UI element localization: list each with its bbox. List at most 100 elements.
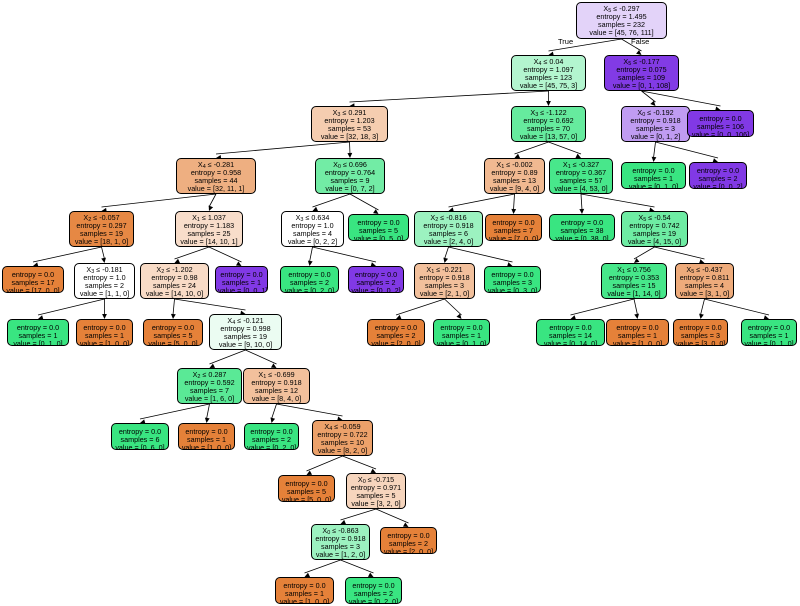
edge-n41-n43 xyxy=(139,403,210,420)
node-value: [0, 1, 0] xyxy=(38,339,63,346)
edge-arrowhead xyxy=(33,262,39,267)
node-samples: 38 xyxy=(595,226,604,235)
edge-n14-n24 xyxy=(208,246,242,263)
edge-n46-n47 xyxy=(306,455,343,472)
node-entropy-line: entropy = 0.075 xyxy=(616,65,667,74)
node-samples-line: samples = 6 xyxy=(120,435,160,444)
node-samples-line: samples = 4 xyxy=(293,229,332,238)
split-condition: X4 ≤ 0.04 xyxy=(533,57,564,67)
edge-n9-n18 xyxy=(513,193,515,211)
node-entropy: 0.075 xyxy=(648,65,667,74)
node-samples-line: samples = 13 xyxy=(493,176,536,185)
node-entropy: 0.0 xyxy=(49,323,60,332)
node-samples: 5 xyxy=(188,331,193,340)
edge-arrowhead xyxy=(443,257,449,263)
feature-index: 1 xyxy=(501,164,505,170)
node-entropy: 1.0 xyxy=(115,273,126,282)
edge-arrowhead xyxy=(304,572,311,578)
node-value: [13, 57, 0] xyxy=(545,132,578,141)
node-value-line: value = [1, 0, 0] xyxy=(279,597,330,604)
node-entropy-line: entropy = 0.0 xyxy=(492,218,535,227)
split-operator: ≤ xyxy=(334,422,339,431)
split-threshold: -0.863 xyxy=(338,526,359,535)
node-value: [18, 1, 0] xyxy=(100,237,129,246)
node-value-line: value = [1, 0, 0] xyxy=(181,443,232,450)
edge-arrowhead xyxy=(337,416,343,422)
node-value-line: value = [0, 1, 2] xyxy=(630,132,681,141)
node-entropy: 1.097 xyxy=(555,65,574,74)
feature-index: 5 xyxy=(643,217,647,223)
edge-arrowhead xyxy=(546,101,551,106)
node-entropy: 0.0 xyxy=(44,270,55,279)
node-entropy-line: entropy = 0.0 xyxy=(387,531,430,540)
split-condition: X2 ≤ -0.816 xyxy=(430,213,467,223)
node-samples-line: samples = 1 xyxy=(18,331,58,340)
node-value: [2, 0, 0] xyxy=(396,339,421,346)
split-threshold: -0.699 xyxy=(274,370,295,379)
split-condition: X1 ≤ -0.327 xyxy=(562,160,600,170)
node-value: [0, 0, 1] xyxy=(243,286,268,293)
node-value: [8, 4, 0] xyxy=(277,394,302,403)
node-value: [3, 2, 0] xyxy=(376,499,401,508)
node-samples-line: samples = 1 xyxy=(749,331,789,340)
node-samples-line: samples = 12 xyxy=(255,386,298,395)
split-operator: ≤ xyxy=(342,108,347,117)
edge-arrowhead xyxy=(140,419,146,424)
node-samples: 6 xyxy=(463,229,468,238)
node-entropy-line: entropy = 0.0 xyxy=(285,479,328,488)
edge-n49-n52 xyxy=(340,559,374,574)
node-entropy: 0.918 xyxy=(347,534,366,543)
node-value: [0, 6, 0] xyxy=(140,443,165,450)
edge-n48-n50 xyxy=(375,508,409,524)
node-entropy-line: entropy = 0.0 xyxy=(440,323,483,332)
node-entropy: 0.0 xyxy=(419,531,430,540)
node-samples: 70 xyxy=(561,124,570,133)
node-entropy: 0.0 xyxy=(648,323,659,332)
node-samples: 1 xyxy=(319,589,324,598)
node-entropy: 0.0 xyxy=(472,323,483,332)
split-condition: X4 ≤ -0.281 xyxy=(197,160,235,170)
node-value: [1, 0, 0] xyxy=(305,597,330,604)
feature-index: 0 xyxy=(642,112,646,118)
node-entropy-line: entropy = 0.0 xyxy=(560,218,604,227)
split-threshold: -0.297 xyxy=(619,4,640,13)
node-samples: 1 xyxy=(53,331,58,340)
split-operator: ≤ xyxy=(342,160,347,169)
feature-index: 3 xyxy=(300,217,304,223)
split-operator: ≤ xyxy=(440,213,445,222)
node-value: [0, 2, 0] xyxy=(272,443,297,450)
edge-arrowhead xyxy=(511,208,517,214)
node-value: [0, 2, 2] xyxy=(313,237,338,246)
node-entropy-line: entropy = 0.0 xyxy=(250,427,293,436)
node-entropy: 0.0 xyxy=(581,323,592,332)
node-samples-line: samples = 19 xyxy=(224,332,267,341)
edge-n42-n45 xyxy=(271,403,277,420)
node-entropy: 0.367 xyxy=(588,168,607,177)
node-entropy: 0.958 xyxy=(223,168,242,177)
edge-n29-n38 xyxy=(633,298,638,316)
node-entropy-line: entropy = 0.0 xyxy=(220,270,263,279)
node-entropy-line: entropy = 0.0 xyxy=(374,323,418,332)
node-entropy-line: entropy = 0.353 xyxy=(608,273,660,282)
node-entropy: 0.0 xyxy=(593,218,604,227)
node-samples-line: samples = 2 xyxy=(376,331,416,340)
node-value-line: value = [1, 1, 0] xyxy=(79,289,130,298)
node-entropy-line: entropy = 0.367 xyxy=(555,168,607,177)
node-entropy-line: entropy = 1.0 xyxy=(83,273,126,282)
edge-arrowhead xyxy=(370,262,376,267)
feature-index: 1 xyxy=(196,217,200,223)
edge-n5-n11 xyxy=(653,141,656,159)
split-operator: ≤ xyxy=(201,213,206,222)
node-samples: 4 xyxy=(719,281,724,290)
edge-n5-n12 xyxy=(655,141,719,159)
